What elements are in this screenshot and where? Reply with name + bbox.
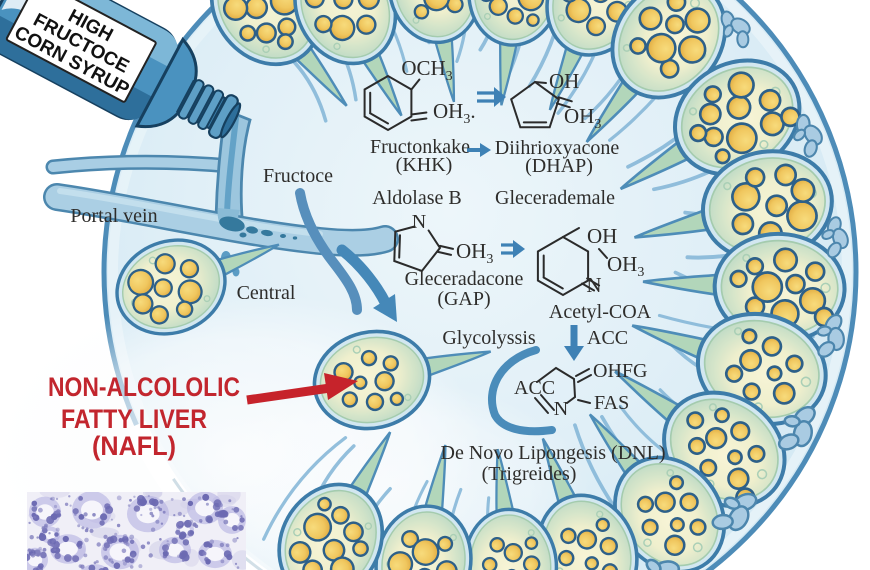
svg-text:Fructonkake: Fructonkake [370,136,470,158]
svg-text:(NAFL): (NAFL) [92,431,176,461]
svg-text:FAS: FAS [594,392,629,414]
svg-text:NON-ALCOLOLIC: NON-ALCOLOLIC [48,372,240,402]
svg-text:ACC: ACC [514,377,555,399]
svg-text:Fructoce: Fructoce [263,165,333,187]
svg-text:(Trigreides): (Trigreides) [482,463,577,485]
svg-text:OHFG: OHFG [593,360,647,382]
svg-text:N: N [412,211,426,233]
svg-text:OH: OH [587,224,617,248]
svg-text:OH: OH [549,69,579,93]
svg-text:De Novo Lipongesis (DNL): De Novo Lipongesis (DNL) [441,442,666,464]
svg-text:Gleceradacone: Gleceradacone [405,268,524,290]
svg-text:ACC: ACC [587,327,628,349]
svg-text:(GAP): (GAP) [437,288,490,310]
svg-text:N: N [554,398,568,420]
svg-text:(KHK): (KHK) [396,154,453,176]
svg-text:Acetyl-COA: Acetyl-COA [549,301,652,323]
svg-text:Portal vein: Portal vein [70,205,157,227]
svg-text:(DHAP): (DHAP) [525,155,593,177]
svg-text:OCH3: OCH3 [401,56,452,84]
svg-text:N: N [586,273,601,297]
svg-text:Diihrioxyacone: Diihrioxyacone [495,137,620,159]
svg-text:FATTY LIVER: FATTY LIVER [61,404,207,434]
svg-text:Aldolase B: Aldolase B [372,187,461,209]
svg-text:Glecerademale: Glecerademale [495,187,615,209]
svg-text:Glycolyssis: Glycolyssis [442,327,536,349]
svg-text:Central: Central [237,282,296,304]
